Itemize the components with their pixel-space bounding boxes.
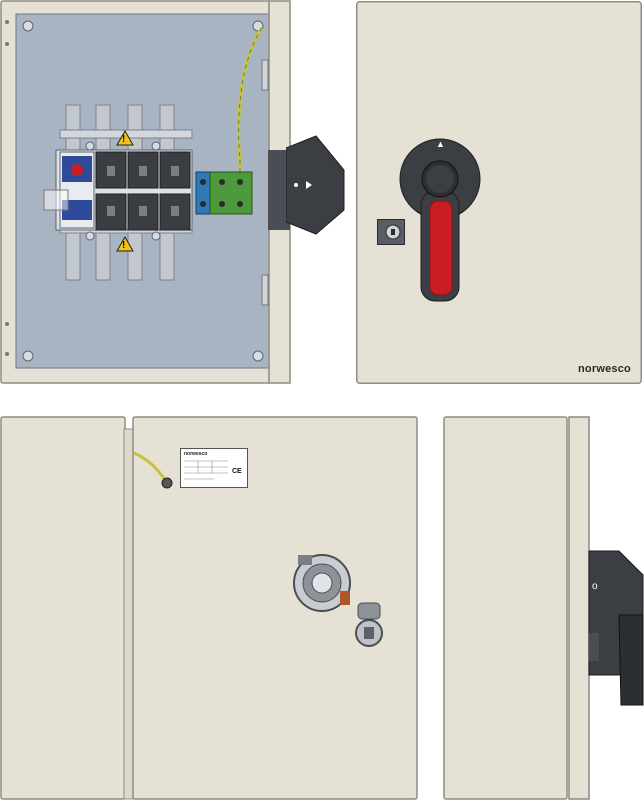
caution-symbol: ! <box>122 240 126 251</box>
label-brand: norwesco <box>184 451 208 457</box>
front-closed-view: ▲ norwesco <box>356 1 642 384</box>
position-mark: ▲ <box>436 139 445 149</box>
door-inside-view: norwesco CE <box>0 415 420 800</box>
rating-label: norwesco CE <box>180 448 248 488</box>
warning-triangle-icon: ! <box>116 236 134 252</box>
warning-triangle-icon: ! <box>116 130 134 146</box>
open-enclosure-view: ! ! <box>0 0 345 385</box>
rotary-knob[interactable] <box>286 130 346 240</box>
ce-mark-icon: CE <box>232 468 242 475</box>
caution-symbol: ! <box>122 134 126 145</box>
brand-logo: norwesco <box>578 363 631 375</box>
lock-key-icon[interactable] <box>377 219 405 245</box>
side-profile-view: o <box>443 415 644 800</box>
switch-mark: o <box>592 581 598 592</box>
